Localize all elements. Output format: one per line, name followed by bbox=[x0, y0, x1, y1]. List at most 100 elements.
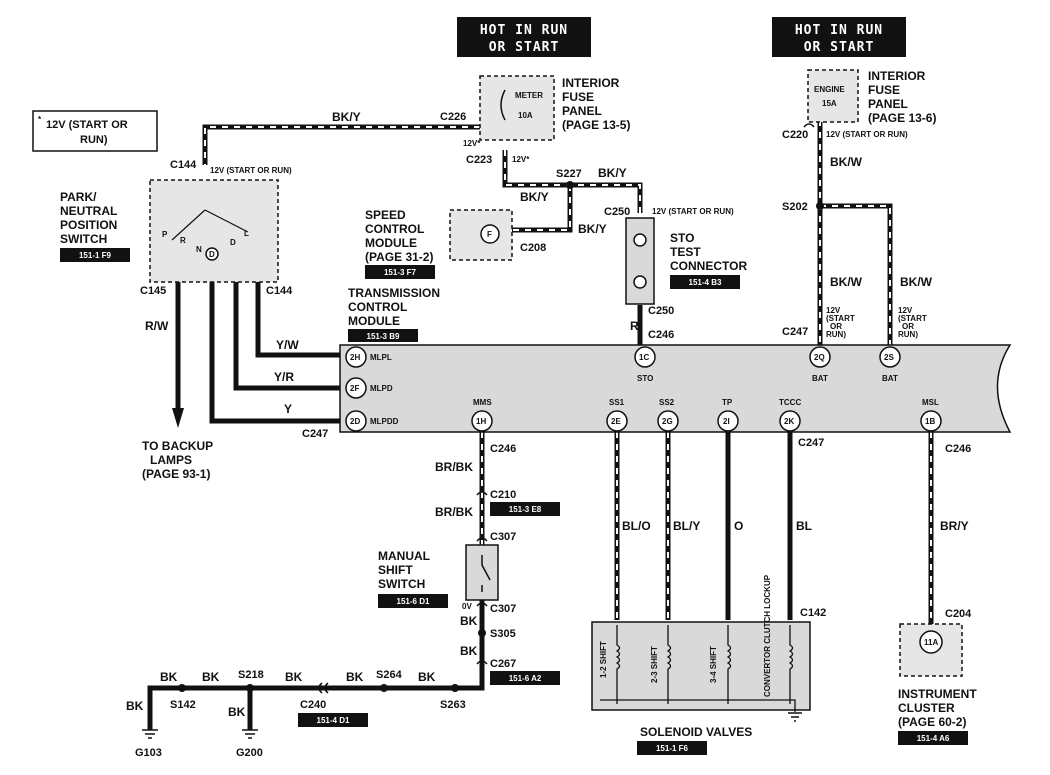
cluster-page: (PAGE 60-2) bbox=[898, 715, 966, 729]
backup-line-3: (PAGE 93-1) bbox=[142, 467, 210, 481]
wire-br-y: BR/Y bbox=[940, 519, 969, 533]
splices bbox=[178, 181, 824, 692]
bat2-l1: 12V bbox=[898, 306, 913, 315]
wire-labels: BK/Y BK/Y BK/Y BK/Y BK/W BK/W BK/W R/W Y… bbox=[126, 110, 969, 719]
sto-title-3: CONNECTOR bbox=[670, 259, 747, 273]
speed-title-2: CONTROL bbox=[365, 222, 424, 236]
wire-y-r: Y/R bbox=[274, 370, 294, 384]
wire-y: Y bbox=[284, 402, 292, 416]
conn-s227: S227 bbox=[556, 168, 582, 180]
tcm-title-1: TRANSMISSION bbox=[348, 286, 440, 300]
pin-2i-label: TP bbox=[722, 398, 733, 407]
pin-2d-label: MLPDD bbox=[370, 417, 399, 426]
ref-c267: 151-6 A2 bbox=[509, 674, 542, 683]
fuse-1-pin-out: 12V* bbox=[512, 155, 530, 164]
wire-bk-8: BK bbox=[126, 699, 144, 713]
ground-g200: G200 bbox=[236, 747, 263, 759]
pin-2f bbox=[345, 377, 367, 399]
pin-2f-id: 2F bbox=[350, 384, 359, 393]
note-line-2: RUN) bbox=[80, 134, 108, 146]
pin-2d-id: 2D bbox=[350, 417, 360, 426]
cluster-title-1: INSTRUMENT bbox=[898, 687, 977, 701]
conn-c144a: C144 bbox=[170, 159, 197, 171]
tcm-title-3: MODULE bbox=[348, 314, 400, 328]
wire-bk-2: BK bbox=[460, 644, 478, 658]
fuse-1-symbol-icon bbox=[500, 89, 506, 121]
conn-c246a: C246 bbox=[648, 329, 674, 341]
bat1-l4: RUN) bbox=[826, 330, 846, 339]
pin-2g-label: SS2 bbox=[659, 398, 675, 407]
ground-g103-icon bbox=[142, 729, 158, 739]
pos-l: L bbox=[244, 229, 249, 238]
cluster-title-2: CLUSTER bbox=[898, 701, 955, 715]
conn-c307b: C307 bbox=[490, 603, 516, 615]
wire-bk-7: BK bbox=[228, 705, 246, 719]
speed-pin: F bbox=[487, 230, 492, 239]
pin-2q bbox=[809, 346, 831, 368]
solenoid-valves: 1-2 SHIFT 2-3 SHIFT 3-4 SHIFT CONVERTOR … bbox=[591, 574, 811, 755]
wire-bk-y-c208: BK/Y bbox=[578, 222, 607, 236]
conn-c145: C145 bbox=[140, 285, 166, 297]
speed-page: (PAGE 31-2) bbox=[365, 250, 433, 264]
conn-c208: C208 bbox=[520, 242, 546, 254]
conn-s263: S263 bbox=[440, 699, 466, 711]
park-title-2: NEUTRAL bbox=[60, 204, 117, 218]
pin-1b-label: MSL bbox=[922, 398, 939, 407]
fuse-1-title-1: INTERIOR bbox=[562, 76, 620, 90]
wire-bk-w-2: BK/W bbox=[830, 275, 863, 289]
speed-control-module: F SPEED CONTROL MODULE (PAGE 31-2) 151-3… bbox=[365, 208, 513, 279]
bat2-l4: RUN) bbox=[898, 330, 918, 339]
manual-ref: 151-6 D1 bbox=[397, 597, 430, 606]
wire-bk-1: BK bbox=[460, 614, 478, 628]
wire-bk-3: BK bbox=[418, 670, 436, 684]
speed-title-1: SPEED bbox=[365, 208, 406, 222]
wire-br-bk-2: BR/BK bbox=[435, 505, 473, 519]
wire-r: R bbox=[630, 319, 639, 333]
fuse-panel-1: METER 10A 12V* 12V* INTERIOR FUSE PANEL … bbox=[463, 75, 630, 164]
pin-2k-label: TCCC bbox=[779, 398, 801, 407]
header-hot-2-line1: HOT IN RUN bbox=[795, 23, 883, 38]
pin-1h-id: 1H bbox=[476, 417, 486, 426]
bat1-l1: 12V bbox=[826, 306, 841, 315]
pin-2h bbox=[345, 346, 367, 368]
conn-c204: C204 bbox=[945, 608, 972, 620]
pin-1h bbox=[471, 410, 493, 432]
wire-bk-6: BK bbox=[202, 670, 220, 684]
wire-bk-y-top: BK/Y bbox=[332, 110, 361, 124]
tcm-title-2: CONTROL bbox=[348, 300, 407, 314]
bat1-l2: (START bbox=[826, 314, 855, 323]
pin-1c-id: 1C bbox=[639, 353, 649, 362]
conn-c142: C142 bbox=[800, 607, 826, 619]
fuse-2-title-1: INTERIOR bbox=[868, 69, 926, 83]
solenoid-ref: 151-1 F6 bbox=[656, 744, 689, 753]
pin-2e-id: 2E bbox=[611, 417, 621, 426]
note-box: * 12V (START OR RUN) bbox=[32, 110, 158, 152]
fuse-1-name: METER bbox=[515, 91, 543, 100]
solenoid-name-2: 2-3 SHIFT bbox=[650, 646, 659, 683]
pin-2f-label: MLPD bbox=[370, 384, 393, 393]
wire-br-bk-1: BR/BK bbox=[435, 460, 473, 474]
manual-voltage: 0V bbox=[462, 602, 472, 611]
backup-lamps: TO BACKUP LAMPS (PAGE 93-1) bbox=[142, 439, 213, 481]
backup-line-1: TO BACKUP bbox=[142, 439, 213, 453]
fuse-panel-2: ENGINE 15A INTERIOR FUSE PANEL (PAGE 13-… bbox=[807, 69, 936, 139]
fuse-1-page: (PAGE 13-5) bbox=[562, 118, 630, 132]
solenoid-ground-icon bbox=[788, 712, 802, 722]
ref-c210: 151-3 E8 bbox=[509, 505, 542, 514]
bat2-l3: OR bbox=[902, 322, 914, 331]
park-title-1: PARK/ bbox=[60, 190, 97, 204]
pin-2h-label: MLPL bbox=[370, 353, 392, 362]
header-hot-1-line1: HOT IN RUN bbox=[480, 23, 568, 38]
sto-title-2: TEST bbox=[670, 245, 701, 259]
manual-title-3: SWITCH bbox=[378, 577, 425, 591]
sto-ref: 151-4 B3 bbox=[689, 278, 722, 287]
wire-r-w: R/W bbox=[145, 319, 169, 333]
park-supply: 12V (START OR RUN) bbox=[210, 166, 292, 175]
fuse-2-name: ENGINE bbox=[814, 85, 845, 94]
header-hot-2: HOT IN RUN OR START bbox=[772, 17, 906, 57]
wire-o: O bbox=[734, 519, 743, 533]
manual-title-2: SHIFT bbox=[378, 563, 413, 577]
instrument-cluster: 11A INSTRUMENT CLUSTER (PAGE 60-2) 151-4… bbox=[898, 623, 977, 745]
pos-r: R bbox=[180, 236, 186, 245]
